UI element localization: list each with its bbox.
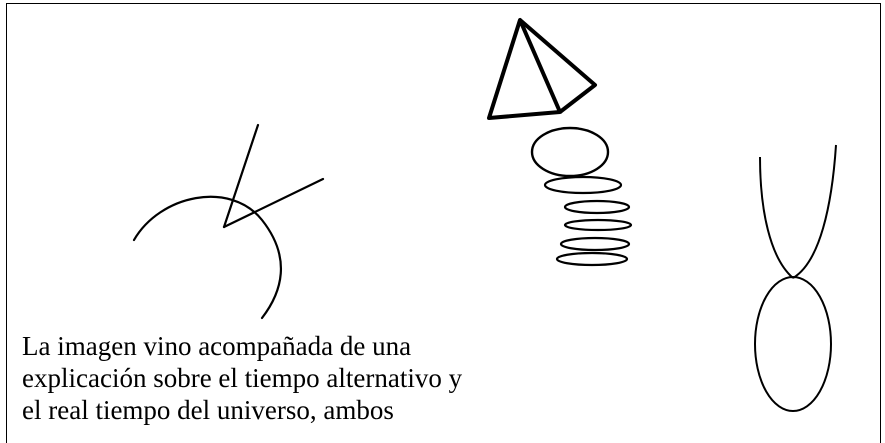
- document-frame: [6, 3, 881, 443]
- stack-ellipse-3: [563, 199, 631, 215]
- stack-ellipse-1: [530, 126, 610, 178]
- stack-ellipse-2: [543, 175, 623, 195]
- arc-sketch-icon: [132, 123, 325, 320]
- funnel-ellipse: [754, 276, 832, 412]
- pyramid-outline: [487, 18, 562, 120]
- stack-ellipse-4: [563, 218, 633, 232]
- funnel-left-curve: [759, 156, 794, 279]
- drawing-canvas: [132, 18, 837, 412]
- funnel-ellipse-sketch-icon: [754, 144, 837, 412]
- caption-line: el real tiempo del universo, ambos: [22, 395, 394, 425]
- caption-line: La imagen vino acompañada de una: [22, 331, 412, 361]
- pyramid-stack-sketch-icon: [487, 18, 633, 267]
- caption-line: explicación sobre el tiempo alternativo …: [22, 363, 463, 393]
- arc-line-upper: [222, 123, 260, 229]
- stack-ellipse-6: [555, 251, 629, 267]
- caption-paragraph: La imagen vino acompañada de una explica…: [22, 330, 463, 426]
- pyramid-side: [518, 18, 597, 114]
- arc-curve: [132, 195, 283, 320]
- funnel-right-curve: [792, 144, 837, 279]
- arc-line-right: [222, 177, 325, 229]
- stack-ellipse-5: [559, 236, 631, 252]
